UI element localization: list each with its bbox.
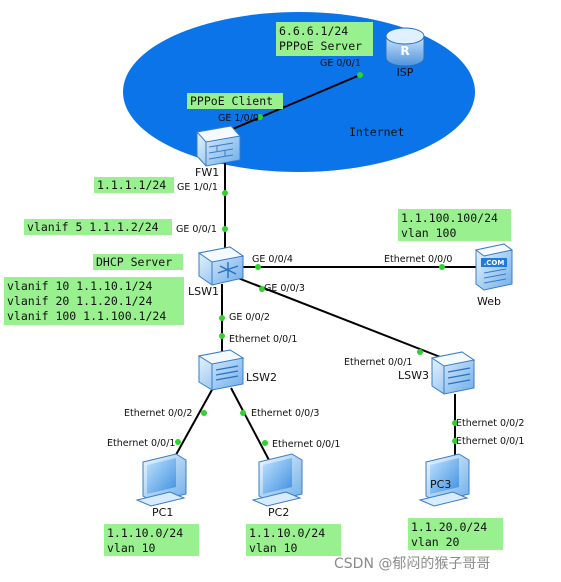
port-dot: [259, 286, 265, 292]
pc2-note-net: 1.1.10.0/24: [249, 526, 325, 540]
lsw1-dhcp-note: DHCP Server: [96, 255, 172, 269]
web-note-vlan: vlan 100: [401, 226, 456, 240]
fw1-port-down-label: GE 1/0/1: [177, 182, 218, 193]
port-dot: [255, 264, 261, 270]
pc3-note-box: [408, 518, 503, 550]
web-badge: .COM: [484, 259, 505, 267]
lsw1-dhcp-note-box: [93, 254, 183, 270]
switch-icon[interactable]: [430, 351, 476, 395]
port-dot: [452, 438, 458, 444]
web-port-label: Ethernet 0/0/0: [384, 254, 452, 265]
port-dot: [222, 190, 228, 196]
pc-icon[interactable]: [418, 453, 470, 507]
lsw1-uplink-note-box: [24, 219, 172, 235]
port-dot: [219, 333, 225, 339]
port-dots: [175, 72, 458, 446]
port-dot: [452, 420, 458, 426]
lsw2-port-pc2-label: Ethernet 0/0/3: [251, 408, 319, 419]
web-server-icon[interactable]: [474, 243, 514, 291]
pc1-note-box: [104, 524, 199, 556]
lsw2-port-up-label: Ethernet 0/0/1: [229, 334, 297, 345]
port-dot: [222, 226, 228, 232]
pc2-note-vlan: vlan 10: [249, 541, 298, 555]
pc2-port-label: Ethernet 0/0/1: [272, 439, 340, 450]
isp-port-label: GE 0/0/1: [320, 58, 361, 69]
lsw1-vlanif-10: vlanif 10 1.1.10.1/24: [7, 279, 152, 293]
pc-icon[interactable]: [251, 453, 303, 507]
lsw1-port-lsw2-label: GE 0/0/2: [229, 312, 270, 323]
lsw2-name: LSW2: [246, 371, 277, 384]
web-name: Web: [477, 295, 501, 308]
isp-note-ip: 6.6.6.1/24: [279, 24, 348, 38]
port-dot: [175, 439, 181, 445]
lsw1-vlanif-note-box: [4, 277, 184, 325]
fw1-port-up-label: GE 1/0/0: [218, 113, 259, 124]
port-dot: [439, 264, 445, 270]
lsw1-port-up-label: GE 0/0/1: [176, 224, 217, 235]
lsw1-uplink-note: vlanif 5 1.1.1.2/24: [27, 220, 159, 234]
switch-icon[interactable]: [197, 349, 245, 391]
isp-note-box: [276, 22, 373, 56]
lsw1-port-lsw3-label: GE 0/0/3: [264, 283, 305, 294]
lsw3-name: LSW3: [398, 369, 429, 382]
pc2-name: PC2: [268, 506, 289, 519]
svg-text:R: R: [400, 44, 409, 58]
links: [171, 74, 476, 463]
lsw2-port-pc1-label: Ethernet 0/0/2: [124, 408, 192, 419]
port-dot: [257, 114, 263, 120]
core-switch-icon[interactable]: [197, 246, 245, 286]
port-dot: [219, 315, 225, 321]
router-icon[interactable]: R: [385, 27, 425, 67]
pc3-note-vlan: vlan 20: [411, 535, 460, 549]
port-dot: [201, 410, 207, 416]
lsw1-vlanif-20: vlanif 20 1.1.20.1/24: [7, 294, 152, 308]
port-dot: [262, 440, 268, 446]
isp-note-role: PPPoE Server: [279, 39, 362, 53]
link-lsw1-lsw3: [237, 277, 449, 361]
port-dot: [240, 410, 246, 416]
isp-name: ISP: [397, 66, 414, 79]
pc1-note-vlan: vlan 10: [107, 541, 156, 555]
lsw1-name: LSW1: [188, 285, 219, 298]
watermark: CSDN @郁闷的猴子哥哥: [334, 556, 490, 572]
fw1-name: FW1: [195, 166, 219, 179]
pc2-note-box: [246, 524, 341, 556]
internet-label: Internet: [349, 125, 404, 139]
link-lsw2-pc1: [171, 387, 214, 463]
web-note-ip: 1.1.100.100/24: [401, 211, 498, 225]
port-dot: [357, 72, 363, 78]
lsw1-vlanif-100: vlanif 100 1.1.100.1/24: [7, 309, 166, 323]
web-note-box: [398, 209, 511, 241]
fw1-ip: 1.1.1.1/24: [97, 178, 166, 192]
link-isp-fw1: [227, 74, 361, 132]
fw1-ip-box: [94, 177, 174, 193]
pc1-note-net: 1.1.10.0/24: [107, 526, 183, 540]
pc3-name: PC3: [430, 478, 451, 491]
firewall-icon[interactable]: [196, 125, 241, 167]
pc3-port-label: Ethernet 0/0/1: [456, 436, 524, 447]
pc1-port-label: Ethernet 0/0/1: [107, 438, 175, 449]
fw1-note-role: PPPoE Client: [190, 94, 273, 108]
pc1-name: PC1: [152, 506, 173, 519]
fw1-note-box: [187, 93, 283, 109]
lsw3-port-up-label: Ethernet 0/0/1: [344, 357, 412, 368]
port-dot: [417, 349, 423, 355]
pc-icon[interactable]: [135, 453, 187, 507]
pc3-note-net: 1.1.20.0/24: [411, 520, 487, 534]
link-lsw2-pc2: [230, 387, 271, 463]
lsw3-port-down-label: Ethernet 0/0/2: [456, 418, 524, 429]
lsw1-port-web-label: GE 0/0/4: [252, 254, 293, 265]
